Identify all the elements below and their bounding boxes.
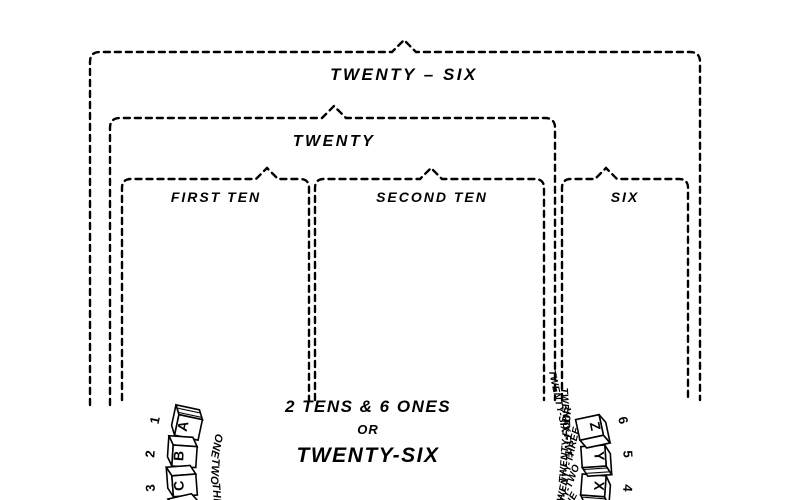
block-word-y: TWENTY-FIVE: [558, 387, 574, 458]
caption-line-3: TWENTY-SIX: [297, 444, 440, 467]
block-word-a: ONE: [208, 433, 225, 460]
block-number-y: 5: [620, 450, 635, 458]
block-letter: Z: [587, 420, 605, 432]
bracket-label-six: SIX: [611, 189, 640, 205]
block-d[interactable]: D: [166, 492, 203, 500]
bracket-label-twenty: TWENTY: [293, 133, 376, 150]
block-word-c: THREE: [210, 483, 225, 500]
block-word-b: TWO: [208, 458, 222, 485]
block-letter: B: [170, 450, 187, 461]
block-number-z: 6: [615, 415, 631, 425]
block-letter: A: [174, 420, 192, 433]
block-a[interactable]: A: [170, 403, 205, 442]
block-x[interactable]: X: [579, 473, 612, 500]
bracket-first-ten: FIRST TEN: [120, 166, 311, 402]
caption-line-1: 2 TENS & 6 ONES: [284, 397, 451, 416]
bracket-twenty: TWENTY: [108, 104, 557, 407]
block-z[interactable]: Z: [574, 413, 612, 449]
block-arch: A1ONEB2TWOC3THREED4FOURE5FIVEF6SIXG7SEVE…: [142, 369, 636, 500]
bracket-label-second-ten: SECOND TEN: [376, 189, 488, 205]
caption-block: 2 TENS & 6 ONES OR TWENTY-SIX: [284, 397, 451, 467]
bracket-label-first-ten: FIRST TEN: [171, 189, 261, 205]
block-number-b: 2: [142, 450, 157, 458]
block-number-c: 3: [142, 484, 158, 492]
block-y[interactable]: Y: [579, 444, 614, 478]
caption-line-2: OR: [357, 422, 379, 437]
bracket-label-twenty-six: TWENTY – SIX: [330, 65, 478, 84]
bracket-six: SIX: [560, 166, 690, 402]
bracket-second-ten: SECOND TEN: [313, 166, 546, 402]
bracket-twenty-six: TWENTY – SIX: [88, 38, 702, 407]
block-b[interactable]: B: [166, 434, 199, 469]
block-letter: C: [170, 480, 187, 491]
block-number-a: 1: [147, 415, 163, 425]
block-number-x: 4: [620, 484, 636, 493]
block-letter: X: [591, 481, 608, 492]
block-letter: Y: [591, 451, 608, 462]
block-c[interactable]: C: [164, 464, 199, 498]
